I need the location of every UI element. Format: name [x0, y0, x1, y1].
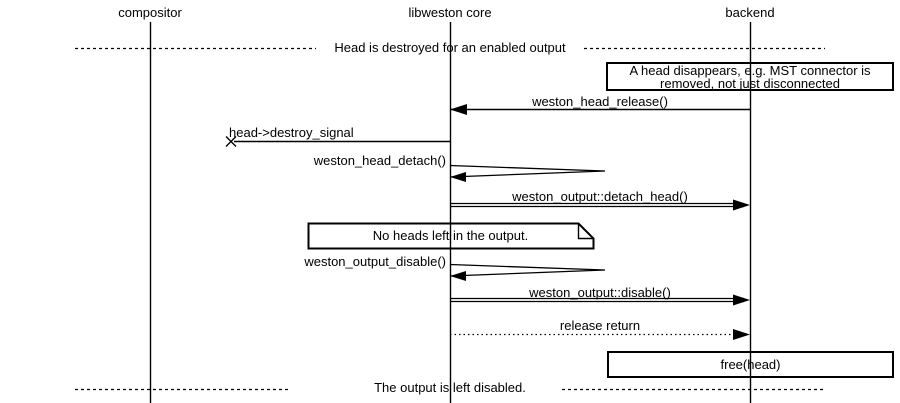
message-label-head-destroy-signal: head->destroy_signal — [229, 125, 354, 140]
arrowhead-right-icon — [733, 294, 750, 306]
note-text-head-disappears: A head disappears, e.g. MST connector is… — [607, 63, 893, 90]
arrowhead-right-icon — [733, 329, 750, 340]
lost-message-cross-icon — [225, 136, 237, 147]
actor-label-backend: backend — [725, 5, 775, 20]
note-line-1: A head disappears, e.g. MST connector is — [629, 62, 871, 78]
actor-label-libweston-core: libweston core — [408, 5, 492, 20]
divider-label-head-destroyed: Head is destroyed for an enabled output — [334, 40, 566, 55]
note-line-2: removed, not just disconnected — [660, 75, 840, 91]
message-label-weston-output-disable: weston_output_disable() — [304, 254, 446, 269]
box-text-free-head: free(head) — [720, 357, 781, 372]
arrowhead-left-icon — [450, 271, 466, 281]
note-fold-icon — [577, 223, 594, 240]
self-message-loop-head-detach — [449, 164, 606, 178]
note-no-heads-left-outline — [307, 222, 595, 250]
note-text-no-heads-left: No heads left in the output. — [372, 228, 529, 243]
message-label-output-disable: weston_output::disable() — [529, 285, 671, 300]
actor-label-compositor: compositor — [118, 5, 182, 20]
box-free-head — [607, 351, 894, 378]
arrowhead-left-icon — [450, 172, 466, 182]
note-box-head-disappears — [606, 62, 894, 91]
self-message-loop-output-disable — [449, 263, 606, 277]
arrowhead-left-icon — [450, 104, 467, 115]
message-label-release-return: release return — [559, 318, 641, 333]
message-label-weston-head-detach: weston_head_detach() — [313, 153, 446, 168]
message-label-detach-head: weston_output::detach_head() — [512, 189, 688, 204]
message-label-weston-head-release: weston_head_release() — [532, 94, 668, 109]
divider-label-output-disabled: The output is left disabled. — [374, 380, 526, 395]
arrowhead-right-icon — [733, 199, 750, 211]
